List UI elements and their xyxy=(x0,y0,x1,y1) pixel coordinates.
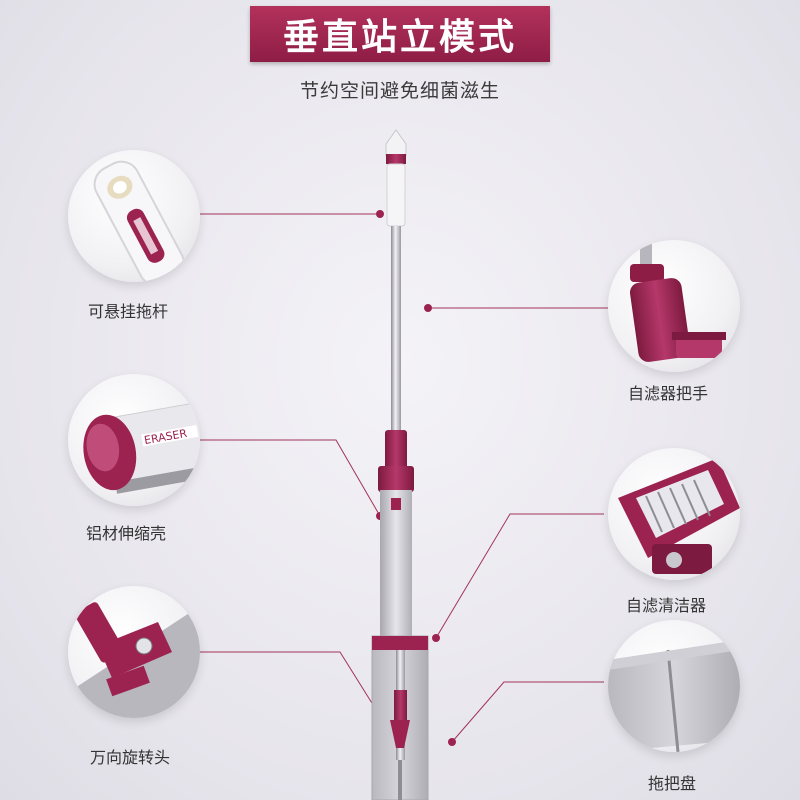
page-subtitle: 节约空间避免细菌滋生 xyxy=(299,80,500,102)
feature-label-aluminum: 铝材伸缩壳 xyxy=(86,524,167,543)
detail-pad-circle xyxy=(608,620,740,752)
mop-pad-top xyxy=(372,636,428,650)
feature-label-pad: 拖把盘 xyxy=(648,774,697,793)
detail-hang-circle xyxy=(68,150,200,282)
feature-label-cleaner: 自滤清洁器 xyxy=(626,596,707,615)
mop-pole-upper xyxy=(391,226,401,432)
callout-line-pad xyxy=(451,681,604,743)
mop-collar-base xyxy=(378,466,414,492)
pad-detail-image xyxy=(608,640,740,752)
hang-detail-image xyxy=(93,160,185,282)
mop-swivel-head xyxy=(390,720,410,748)
callout-line-swivel xyxy=(196,651,381,717)
callout-dot-cleaner xyxy=(432,634,440,642)
swivel-detail-image xyxy=(75,602,200,718)
mop-hook xyxy=(385,129,407,157)
aluminum-detail-image: ERASER xyxy=(83,397,200,494)
detail-handle-circle xyxy=(608,240,740,372)
mop-shell xyxy=(380,490,412,640)
mop-top-grip xyxy=(386,163,406,227)
callout-line-cleaner xyxy=(435,513,604,639)
callout-dot-handle xyxy=(424,304,432,312)
detail-swivel-circle xyxy=(68,586,200,718)
handle-detail-image xyxy=(629,244,726,362)
callout-dot-hang xyxy=(376,210,384,218)
cleaner-detail-image xyxy=(618,458,740,574)
feature-label-swivel: 万向旋转头 xyxy=(90,748,171,767)
feature-label-handle: 自滤器把手 xyxy=(628,384,709,403)
callout-line-aluminum xyxy=(195,439,381,517)
callout-dot-pad xyxy=(448,738,456,746)
detail-aluminum-circle: ERASER xyxy=(68,374,200,506)
mop-shell-logo xyxy=(391,498,401,510)
mop-joint xyxy=(394,690,407,720)
mop-collar xyxy=(385,430,407,470)
page-title: 垂直站立模式 xyxy=(250,6,550,62)
feature-label-hang: 可悬挂拖杆 xyxy=(88,302,169,321)
mop-grip-band xyxy=(386,154,406,164)
detail-cleaner-circle xyxy=(608,448,740,580)
